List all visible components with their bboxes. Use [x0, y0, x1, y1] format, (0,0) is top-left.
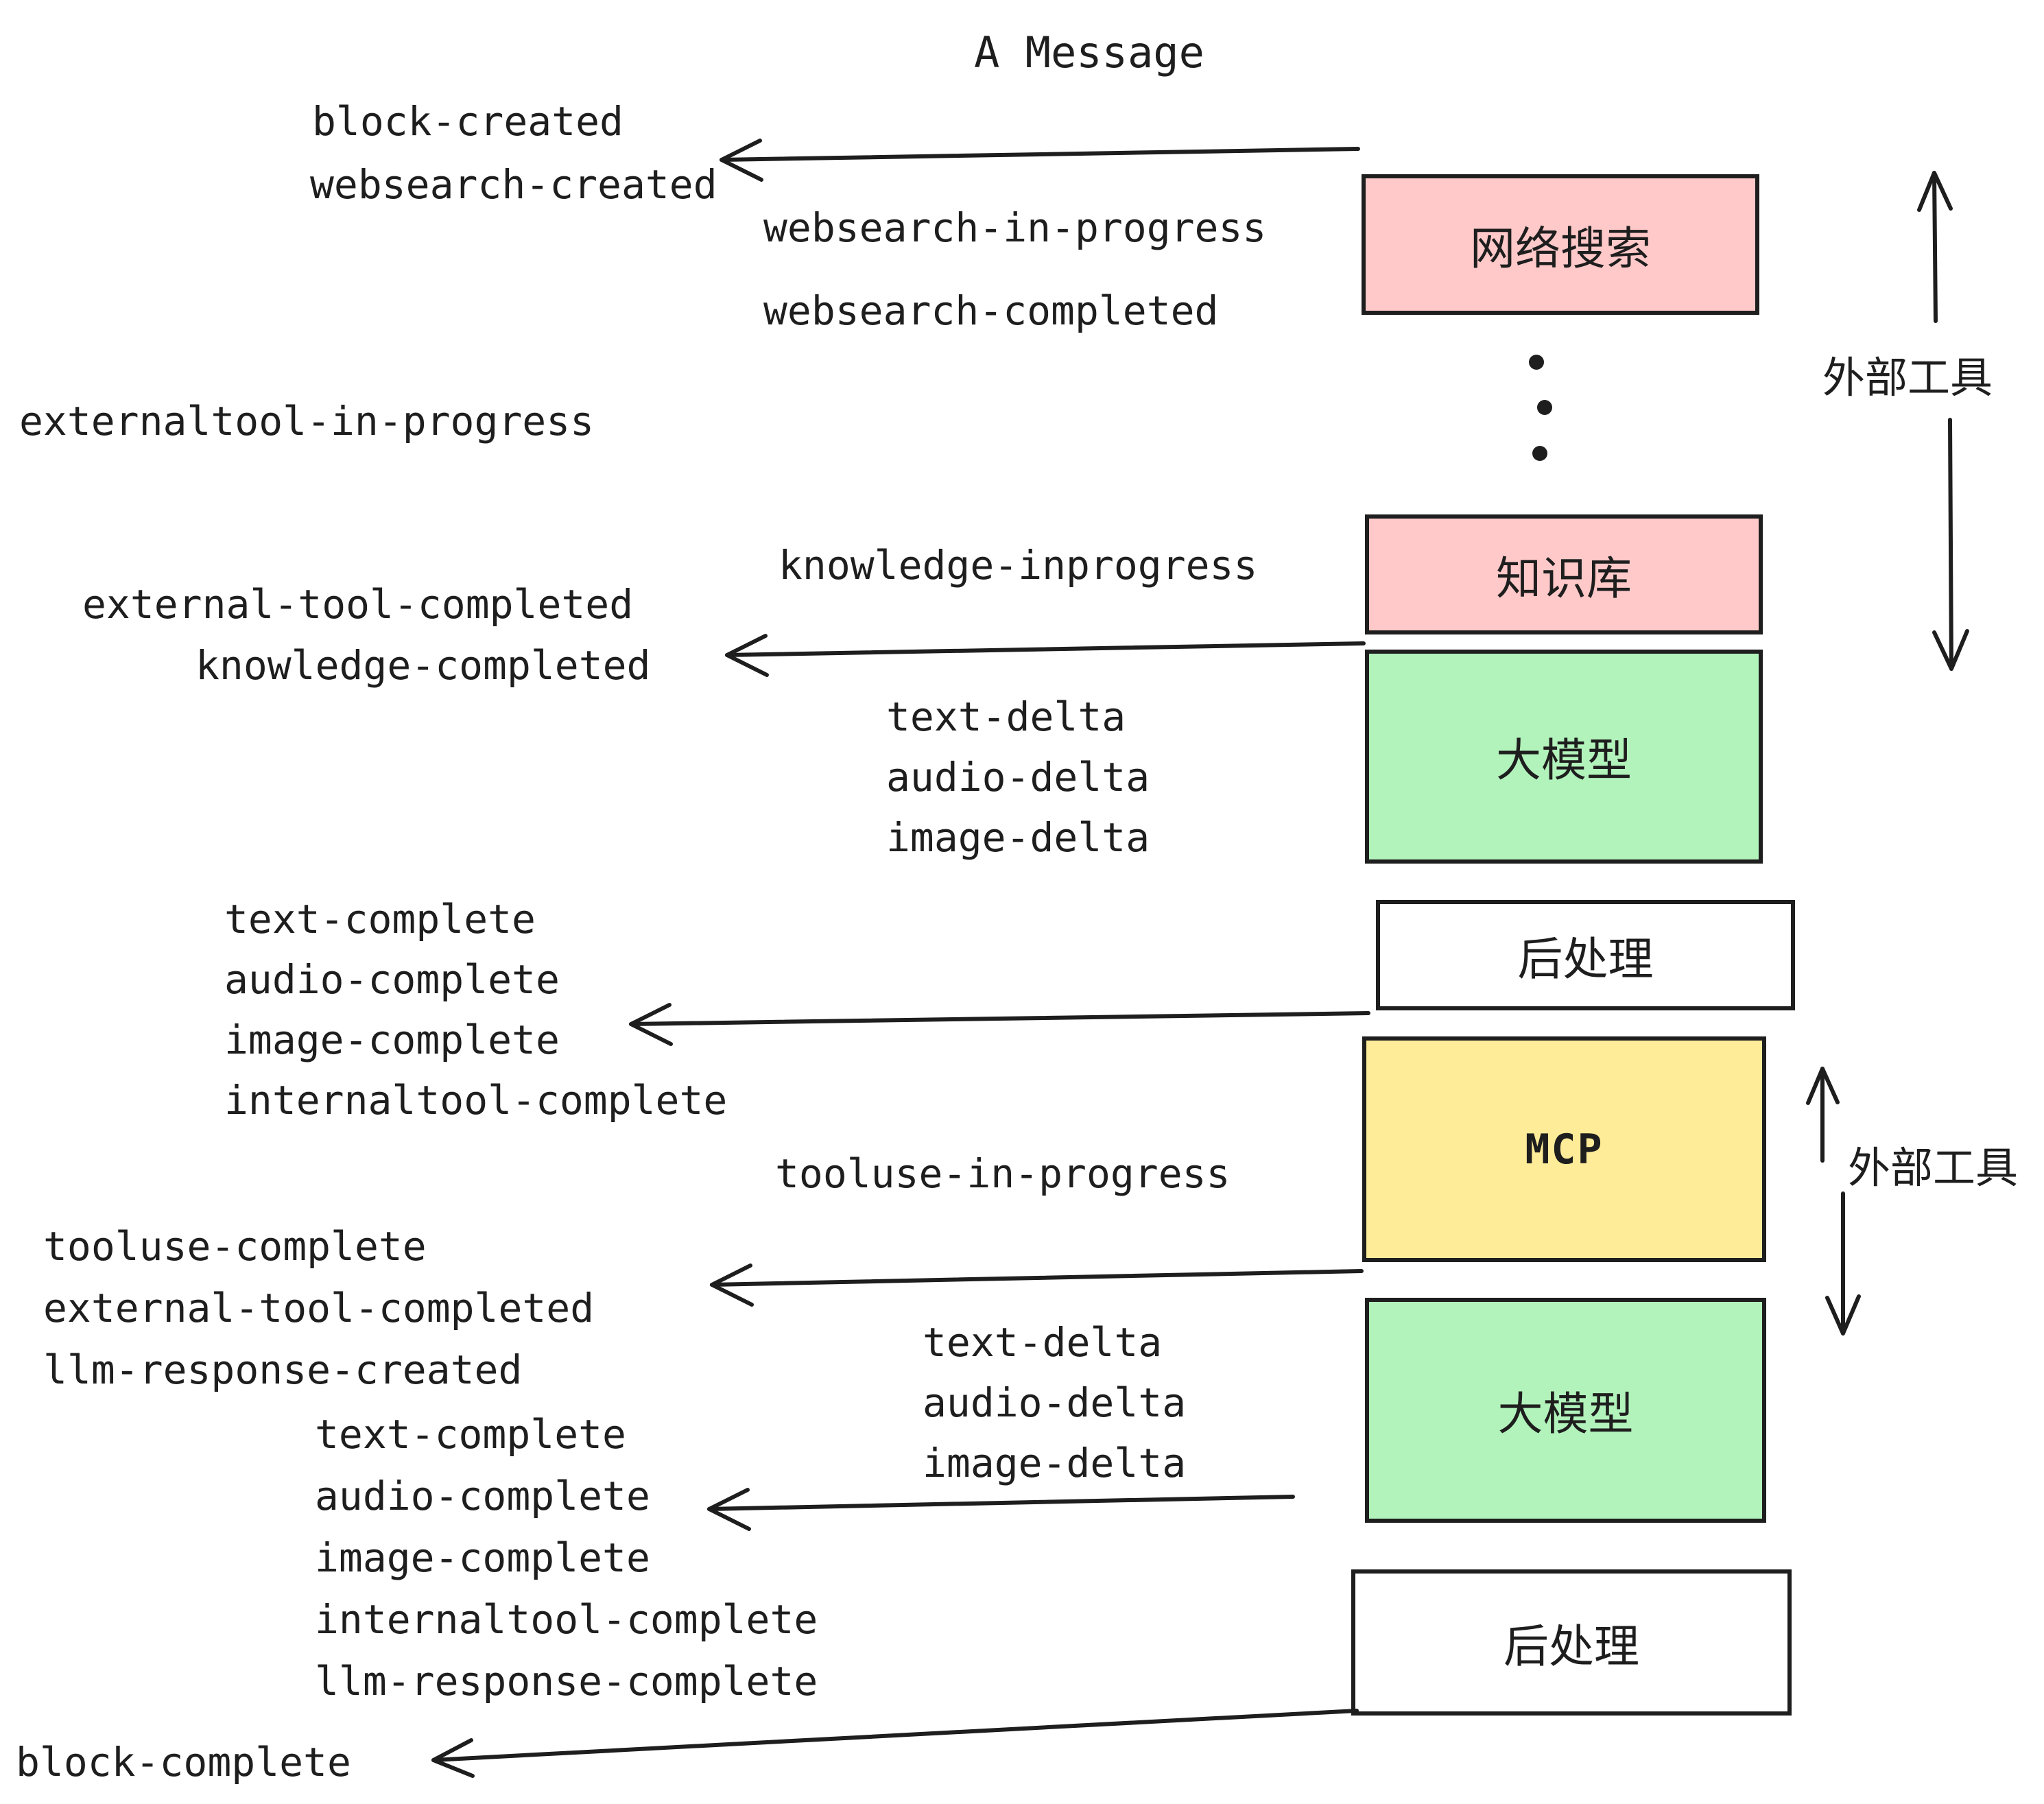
- arrow-internal-complete: [629, 1003, 1370, 1046]
- arrow-websearch-created: [720, 139, 1360, 182]
- event-label-audio-delta: audio-delta: [923, 1379, 1187, 1426]
- llm-box-1: 大模型: [1365, 650, 1763, 864]
- event-label-image-complete: image-complete: [315, 1534, 650, 1581]
- external-tools-label-bottom: 外部工具: [1848, 1145, 2019, 1192]
- external-tools-up-arrow-bottom: [1806, 1067, 1840, 1163]
- event-label-tooluse-in-progress: tooluse-in-progress: [775, 1150, 1231, 1197]
- postprocess-box-2-label: 后处理: [1504, 1620, 1639, 1672]
- ellipsis-dots: [1529, 355, 1552, 461]
- event-label-tooluse-complete: tooluse-complete: [43, 1223, 427, 1270]
- event-label-text-delta: text-delta: [886, 693, 1126, 740]
- event-label-block-created: block-created: [312, 98, 623, 145]
- websearch-box: 网络搜索: [1362, 174, 1759, 315]
- mcp-box: MCP: [1362, 1036, 1766, 1262]
- event-label-llm-response-created: llm-response-created: [43, 1346, 523, 1393]
- websearch-box-label: 网络搜索: [1470, 222, 1651, 274]
- arrow-llm2-complete: [707, 1488, 1295, 1531]
- event-label-knowledge-inprogress: knowledge-inprogress: [779, 542, 1258, 589]
- external-tools-label-top: 外部工具: [1822, 355, 1993, 402]
- postprocess-box-2: 后处理: [1351, 1569, 1792, 1716]
- arrow-block-complete: [431, 1709, 1359, 1778]
- event-label-image-delta: image-delta: [923, 1440, 1187, 1486]
- knowledge-base-box-label: 知识库: [1496, 552, 1632, 604]
- arrow-knowledge-completed: [725, 634, 1366, 677]
- event-label-text-complete: text-complete: [315, 1411, 626, 1458]
- event-label-websearch-in-progress: websearch-in-progress: [763, 204, 1267, 251]
- event-label-external-tool-completed: external-tool-completed: [82, 581, 634, 628]
- llm-box-1-label: 大模型: [1496, 735, 1632, 785]
- external-tools-down-arrow-bottom: [1825, 1191, 1861, 1336]
- event-label-external-tool-completed: external-tool-completed: [43, 1285, 595, 1331]
- mcp-box-label: MCP: [1525, 1125, 1604, 1174]
- event-label-audio-delta: audio-delta: [886, 754, 1150, 800]
- event-label-websearch-created: websearch-created: [310, 161, 717, 208]
- external-tools-up-arrow-top: [1917, 171, 1953, 323]
- event-label-externaltool-in-progress: externaltool-in-progress: [19, 398, 595, 444]
- event-label-knowledge-completed: knowledge-completed: [195, 642, 651, 689]
- llm-box-2-label: 大模型: [1497, 1388, 1634, 1439]
- arrow-tooluse-complete: [710, 1263, 1364, 1307]
- event-label-text-complete: text-complete: [224, 896, 536, 942]
- diagram-title: A Message: [974, 27, 1204, 78]
- external-tools-down-arrow-top: [1932, 418, 1969, 671]
- postprocess-box-1: 后处理: [1376, 900, 1795, 1010]
- postprocess-box-1-label: 后处理: [1517, 933, 1654, 984]
- llm-box-2: 大模型: [1365, 1298, 1766, 1523]
- event-label-audio-complete: audio-complete: [315, 1473, 650, 1519]
- event-label-block-complete: block-complete: [16, 1739, 351, 1785]
- event-label-audio-complete: audio-complete: [224, 956, 560, 1003]
- event-label-text-delta: text-delta: [923, 1319, 1163, 1366]
- knowledge-base-box: 知识库: [1365, 514, 1763, 634]
- event-label-image-complete: image-complete: [224, 1017, 560, 1063]
- event-label-websearch-completed: websearch-completed: [763, 287, 1219, 334]
- event-label-image-delta: image-delta: [886, 814, 1150, 861]
- event-label-llm-response-complete: llm-response-complete: [315, 1658, 818, 1705]
- event-label-internaltool-complete: internaltool-complete: [315, 1596, 818, 1643]
- event-label-internaltool-complete: internaltool-complete: [224, 1077, 728, 1124]
